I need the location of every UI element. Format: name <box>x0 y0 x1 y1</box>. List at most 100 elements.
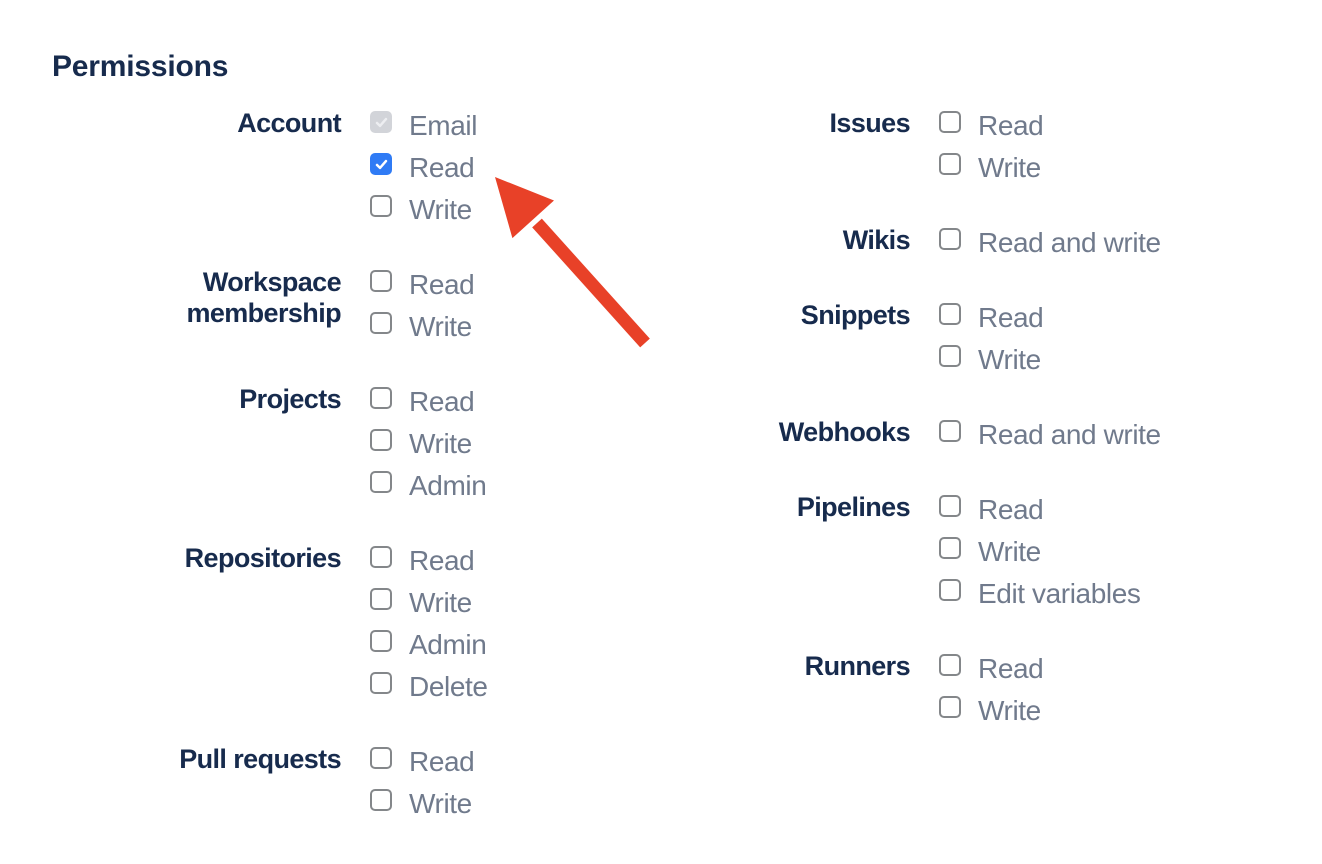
snippets-write-checkbox[interactable] <box>939 345 961 367</box>
projects-read-checkbox[interactable] <box>370 387 392 409</box>
repositories-admin-checkbox[interactable] <box>370 630 392 652</box>
wikis-options: Read and write <box>939 228 1300 270</box>
repositories-write-option[interactable]: Write <box>370 588 700 617</box>
workspace-membership-write-label[interactable]: Write <box>409 311 472 342</box>
wikis-read-and-write-checkbox[interactable] <box>939 228 961 250</box>
snippets-read-checkbox[interactable] <box>939 303 961 325</box>
account-email-option: Email <box>370 111 700 140</box>
projects-admin-option[interactable]: Admin <box>370 471 700 500</box>
pipelines-read-label[interactable]: Read <box>978 494 1044 525</box>
repositories-read-label[interactable]: Read <box>409 545 475 576</box>
pull-requests-read-option[interactable]: Read <box>370 747 700 776</box>
account-email-checkbox <box>370 111 392 133</box>
runners-write-option[interactable]: Write <box>939 696 1300 725</box>
issues-read-option[interactable]: Read <box>939 111 1300 140</box>
repositories-read-checkbox[interactable] <box>370 546 392 568</box>
issues-write-option[interactable]: Write <box>939 153 1300 182</box>
repositories-delete-checkbox[interactable] <box>370 672 392 694</box>
projects-admin-label[interactable]: Admin <box>409 470 487 501</box>
pipelines-edit-variables-checkbox[interactable] <box>939 579 961 601</box>
issues-write-checkbox[interactable] <box>939 153 961 175</box>
pipelines-edit-variables-option[interactable]: Edit variables <box>939 579 1300 608</box>
repositories-admin-label[interactable]: Admin <box>409 629 487 660</box>
pipelines-write-checkbox[interactable] <box>939 537 961 559</box>
permission-group-wikis: Wikis Read and write <box>700 225 1300 270</box>
group-label-runners: Runners <box>804 651 911 681</box>
runners-write-checkbox[interactable] <box>939 696 961 718</box>
snippets-read-option[interactable]: Read <box>939 303 1300 332</box>
repositories-write-checkbox[interactable] <box>370 588 392 610</box>
account-write-label[interactable]: Write <box>409 194 472 225</box>
repositories-admin-option[interactable]: Admin <box>370 630 700 659</box>
workspace-membership-read-option[interactable]: Read <box>370 270 700 299</box>
pull-requests-write-option[interactable]: Write <box>370 789 700 818</box>
repositories-delete-label[interactable]: Delete <box>409 671 488 702</box>
checkmark-icon <box>375 117 387 127</box>
page-title: Permissions <box>52 50 229 83</box>
pull-requests-write-checkbox[interactable] <box>370 789 392 811</box>
runners-read-checkbox[interactable] <box>939 654 961 676</box>
group-label-repositories: Repositories <box>184 543 342 573</box>
workspace-membership-write-checkbox[interactable] <box>370 312 392 334</box>
projects-write-option[interactable]: Write <box>370 429 700 458</box>
pipelines-write-option[interactable]: Write <box>939 537 1300 566</box>
runners-write-label[interactable]: Write <box>978 695 1041 726</box>
pipelines-write-label[interactable]: Write <box>978 536 1041 567</box>
repositories-delete-option[interactable]: Delete <box>370 672 700 701</box>
account-write-checkbox[interactable] <box>370 195 392 217</box>
projects-write-label[interactable]: Write <box>409 428 472 459</box>
wikis-read-and-write-label[interactable]: Read and write <box>978 227 1161 258</box>
checkmark-icon <box>375 159 387 169</box>
pull-requests-write-label[interactable]: Write <box>409 788 472 819</box>
workspace-membership-read-checkbox[interactable] <box>370 270 392 292</box>
webhooks-read-and-write-option[interactable]: Read and write <box>939 420 1300 449</box>
projects-read-label[interactable]: Read <box>409 386 475 417</box>
group-label-projects: Projects <box>239 384 341 414</box>
projects-read-option[interactable]: Read <box>370 387 700 416</box>
account-read-label[interactable]: Read <box>409 152 475 183</box>
projects-admin-checkbox[interactable] <box>370 471 392 493</box>
pipelines-read-option[interactable]: Read <box>939 495 1300 524</box>
account-read-option[interactable]: Read <box>370 153 700 182</box>
wikis-read-and-write-option[interactable]: Read and write <box>939 228 1300 257</box>
group-label-wikis: Wikis <box>842 225 911 255</box>
pull-requests-read-label[interactable]: Read <box>409 746 475 777</box>
account-write-option[interactable]: Write <box>370 195 700 224</box>
snippets-write-label[interactable]: Write <box>978 344 1041 375</box>
pipelines-read-checkbox[interactable] <box>939 495 961 517</box>
issues-read-label[interactable]: Read <box>978 110 1044 141</box>
workspace-membership-write-option[interactable]: Write <box>370 312 700 341</box>
projects-write-checkbox[interactable] <box>370 429 392 451</box>
pull-requests-read-checkbox[interactable] <box>370 747 392 769</box>
group-label-pull-requests: Pull requests <box>179 744 341 774</box>
account-read-checkbox[interactable] <box>370 153 392 175</box>
runners-read-option[interactable]: Read <box>939 654 1300 683</box>
issues-write-label[interactable]: Write <box>978 152 1041 183</box>
issues-read-checkbox[interactable] <box>939 111 961 133</box>
webhooks-read-and-write-label[interactable]: Read and write <box>978 419 1161 450</box>
repositories-read-option[interactable]: Read <box>370 546 700 575</box>
repositories-write-label[interactable]: Write <box>409 587 472 618</box>
snippets-read-label[interactable]: Read <box>978 302 1044 333</box>
workspace-membership-read-label[interactable]: Read <box>409 269 475 300</box>
snippets-write-option[interactable]: Write <box>939 345 1300 374</box>
webhooks-read-and-write-checkbox[interactable] <box>939 420 961 442</box>
pipelines-edit-variables-label[interactable]: Edit variables <box>978 578 1141 609</box>
runners-read-label[interactable]: Read <box>978 653 1044 684</box>
